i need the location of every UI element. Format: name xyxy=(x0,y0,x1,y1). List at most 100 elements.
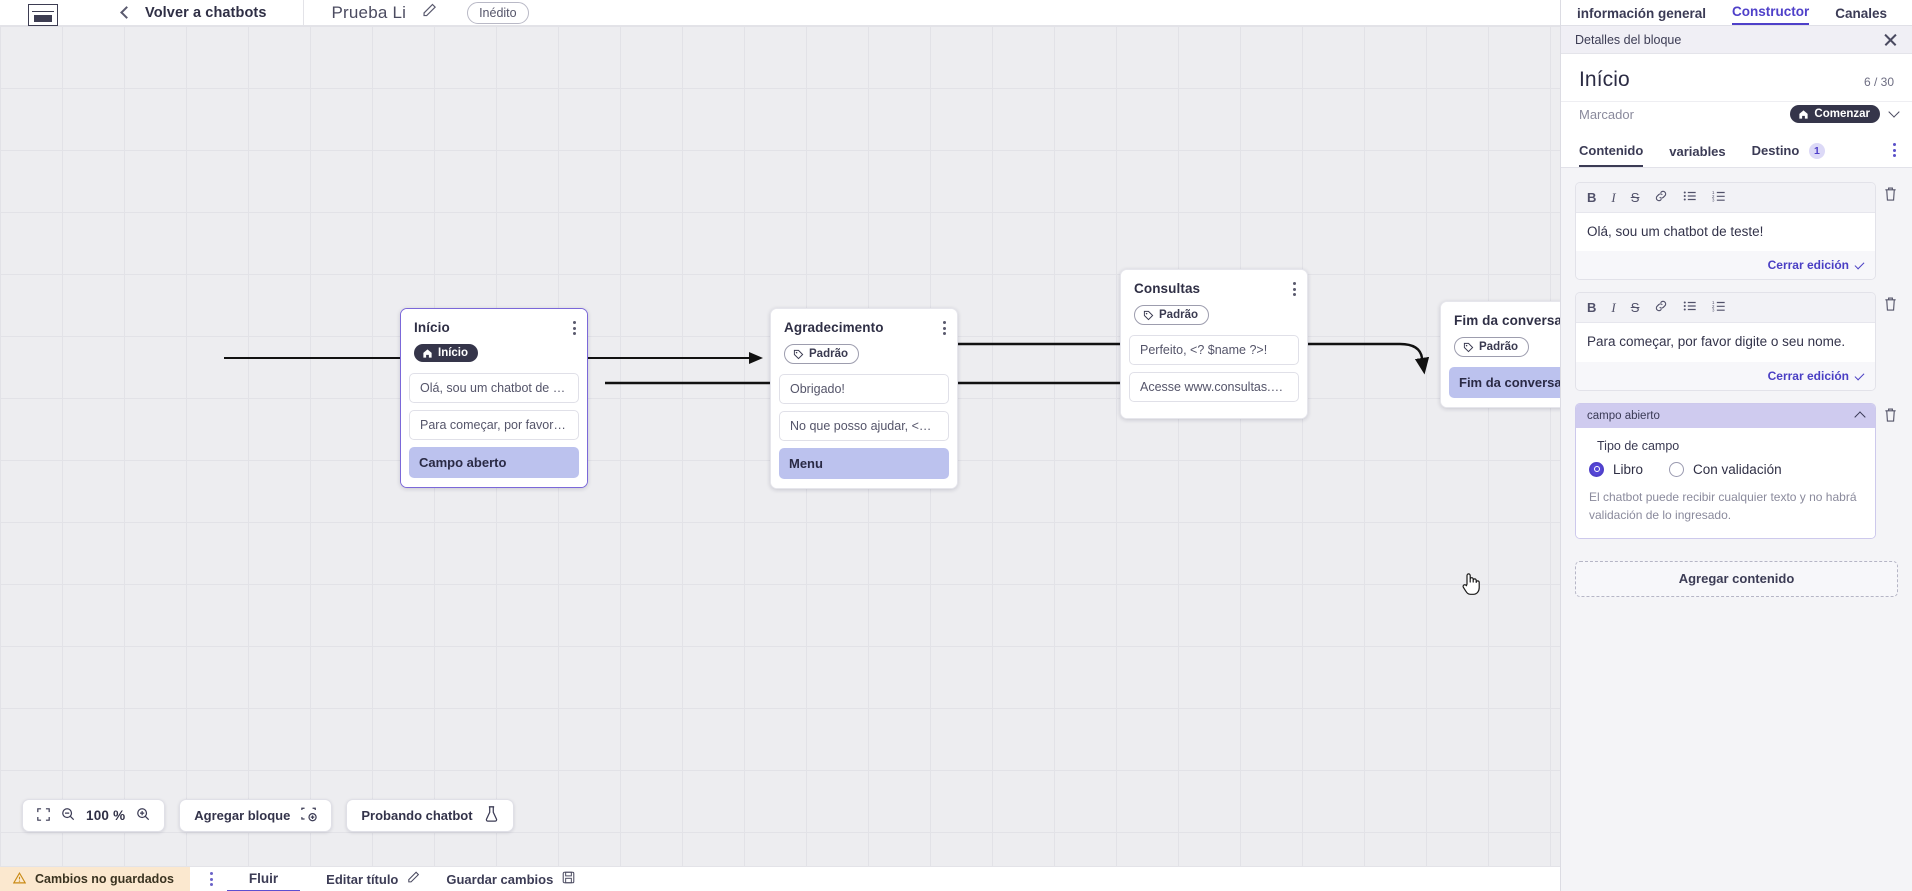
node-header: Consultas Padrão xyxy=(1121,270,1307,335)
node-tag-label: Padrão xyxy=(1159,309,1198,321)
node-kebab-menu[interactable] xyxy=(1293,282,1296,296)
tab-fluir[interactable]: Fluir xyxy=(226,867,301,891)
test-chatbot-label: Probando chatbot xyxy=(361,808,473,823)
home-icon xyxy=(423,348,432,358)
link-icon[interactable] xyxy=(1654,189,1668,206)
node-kebab-menu[interactable] xyxy=(573,321,576,335)
flow-node-consultas[interactable]: Consultas Padrão Perfeito, <? $name ?>! … xyxy=(1120,269,1308,419)
pencil-icon xyxy=(407,871,420,887)
flask-icon xyxy=(484,806,499,825)
tab-contenido[interactable]: Contenido xyxy=(1579,143,1644,167)
node-title: Consultas xyxy=(1134,281,1201,296)
close-edit-button[interactable]: Cerrar edición xyxy=(1576,361,1875,390)
add-content-button[interactable]: Agregar contenido xyxy=(1575,560,1898,597)
node-body: Fim da conversa xyxy=(1441,366,1560,407)
node-message[interactable]: No que posso ajudar, <? $name ... xyxy=(779,410,949,441)
node-title: Agradecimento xyxy=(784,320,884,335)
save-changes-button[interactable]: Guardar cambios xyxy=(446,871,575,887)
svg-text:1: 1 xyxy=(1712,300,1715,305)
radio-label: Con validación xyxy=(1693,461,1782,477)
marker-row: Marcador Comenzar xyxy=(1561,101,1912,136)
chevron-down-icon[interactable] xyxy=(1888,106,1900,118)
flow-node-inicio[interactable]: Início Início Olá, sou um chatbot de tes… xyxy=(400,308,588,488)
trash-icon[interactable] xyxy=(1882,407,1898,423)
zoom-out-icon[interactable] xyxy=(61,807,75,824)
app-logo-icon[interactable] xyxy=(26,0,60,26)
node-chip[interactable]: Campo aberto xyxy=(409,446,579,478)
svg-text:2: 2 xyxy=(1712,194,1715,199)
pencil-icon[interactable] xyxy=(422,3,437,23)
block-counter: 6 / 30 xyxy=(1863,75,1894,89)
bulleted-list-icon[interactable] xyxy=(1683,299,1697,316)
tab-canales[interactable]: Canales xyxy=(1835,6,1888,21)
chevron-up-icon[interactable] xyxy=(1854,411,1866,423)
divider xyxy=(302,0,304,26)
tag-icon xyxy=(793,349,804,359)
flow-canvas[interactable]: Início Início Olá, sou um chatbot de tes… xyxy=(0,26,1560,866)
radio-option-libro[interactable]: Libro xyxy=(1589,461,1643,477)
strikethrough-icon[interactable]: S xyxy=(1630,190,1640,205)
bold-icon[interactable]: B xyxy=(1587,300,1597,316)
radio-button[interactable] xyxy=(1669,461,1685,477)
node-message[interactable]: Acesse www.consultas.com par... xyxy=(1129,371,1299,402)
chevron-left-icon[interactable] xyxy=(120,6,133,19)
marker-value-badge[interactable]: Comenzar xyxy=(1790,105,1880,123)
top-bar: Volver a chatbots Prueba Li Inédito xyxy=(0,0,1560,26)
trash-icon[interactable] xyxy=(1882,296,1898,312)
kebab-menu-icon[interactable] xyxy=(209,872,213,886)
editor-text-value[interactable]: Para começar, por favor digite o seu nom… xyxy=(1576,323,1875,362)
bold-icon[interactable]: B xyxy=(1587,190,1597,205)
node-message[interactable]: Perfeito, <? $name ?>! xyxy=(1129,334,1299,365)
close-edit-button[interactable]: Cerrar edición xyxy=(1576,251,1875,280)
field-card-header[interactable]: campo abierto xyxy=(1576,403,1875,428)
node-message[interactable]: Olá, sou um chatbot de teste! xyxy=(409,372,579,403)
node-message[interactable]: Obrigado! xyxy=(779,373,949,404)
svg-text:2: 2 xyxy=(1712,304,1715,309)
add-block-button[interactable]: Agregar bloque xyxy=(179,799,333,832)
editor-text-value[interactable]: Olá, sou um chatbot de teste! xyxy=(1576,213,1875,252)
flow-node-fim-da-conversa[interactable]: Fim da conversa Padrão Fim da conversa xyxy=(1440,301,1560,408)
mouse-cursor xyxy=(1461,570,1483,601)
zoom-controls[interactable]: 100 % xyxy=(22,799,166,832)
italic-icon[interactable]: I xyxy=(1611,189,1616,205)
test-chatbot-button[interactable]: Probando chatbot xyxy=(346,799,514,832)
strikethrough-icon[interactable]: S xyxy=(1630,300,1640,316)
bulleted-list-icon[interactable] xyxy=(1683,189,1697,206)
node-message[interactable]: Para começar, por favor digite o ... xyxy=(409,409,579,440)
edit-title-button[interactable]: Editar título xyxy=(326,871,420,887)
radio-button[interactable] xyxy=(1589,461,1604,477)
tab-variables[interactable]: variables xyxy=(1669,143,1726,159)
node-chip[interactable]: Menu xyxy=(779,447,949,479)
svg-text:3: 3 xyxy=(1712,308,1715,313)
node-tag: Padrão xyxy=(1454,337,1529,357)
field-block: campo abierto Tipo de campo Libro xyxy=(1575,402,1898,539)
kebab-menu-icon[interactable] xyxy=(1893,143,1896,157)
back-to-chatbots-link[interactable]: Volver a chatbots xyxy=(145,4,267,21)
node-title: Fim da conversa xyxy=(1454,313,1560,328)
fit-screen-icon[interactable] xyxy=(37,807,50,824)
radio-option-con-validacion[interactable]: Con validación xyxy=(1669,461,1782,477)
italic-icon[interactable]: I xyxy=(1611,299,1616,315)
link-icon[interactable] xyxy=(1654,299,1668,316)
tab-informacion-general[interactable]: información general xyxy=(1577,6,1707,21)
trash-icon[interactable] xyxy=(1882,186,1898,202)
tab-destino[interactable]: Destino 1 xyxy=(1752,143,1825,167)
node-tag-label: Início xyxy=(438,347,469,359)
close-icon[interactable] xyxy=(1883,32,1898,47)
panel-inner-tabs: Contenido variables Destino 1 xyxy=(1561,136,1912,168)
node-chip[interactable]: Fim da conversa xyxy=(1449,366,1560,398)
tab-constructor[interactable]: Constructor xyxy=(1732,4,1810,25)
node-kebab-menu[interactable] xyxy=(943,321,946,335)
check-icon xyxy=(1854,259,1865,270)
flow-node-agradecimento[interactable]: Agradecimento Padrão Obrigado! No que po… xyxy=(770,308,958,489)
zoom-in-icon[interactable] xyxy=(136,807,150,824)
home-icon xyxy=(1799,109,1809,119)
